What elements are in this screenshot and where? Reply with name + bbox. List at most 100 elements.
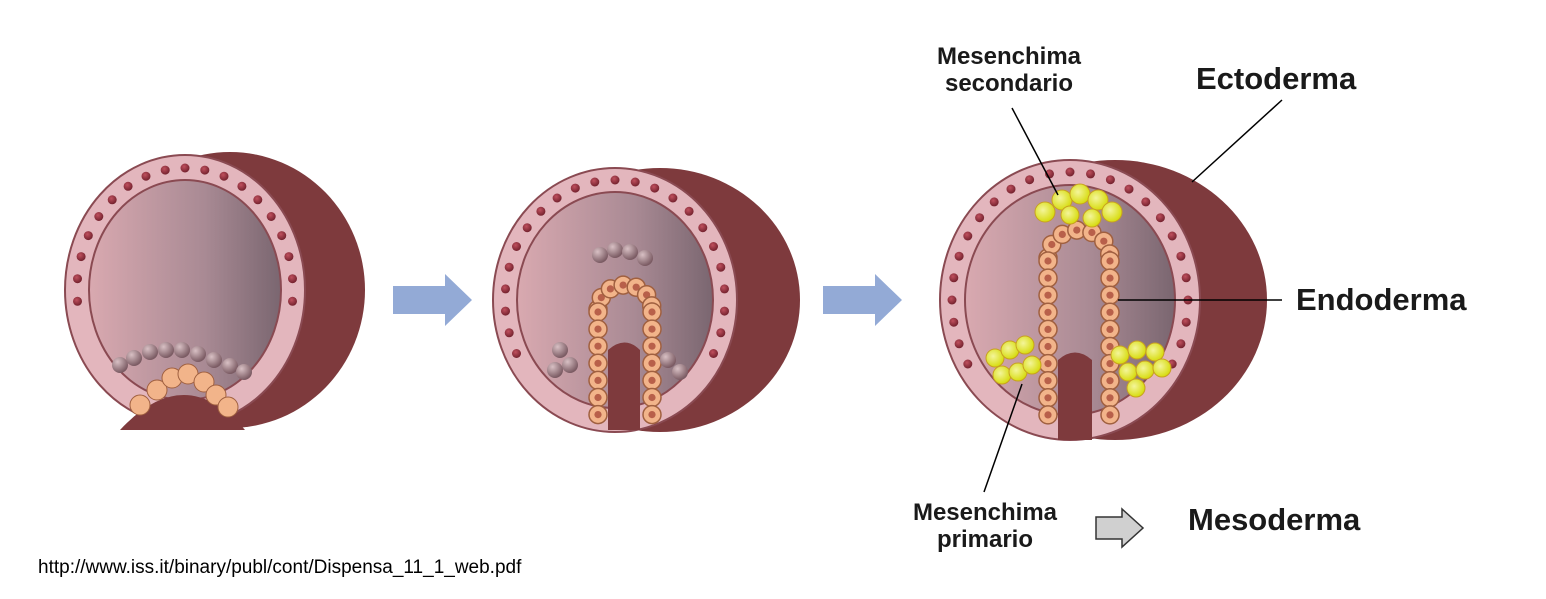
- cell-nucleus: [949, 273, 959, 283]
- endoderm-tube: [1038, 220, 1120, 425]
- cell-nucleus: [594, 376, 602, 384]
- cell-nucleus: [237, 181, 247, 191]
- cell-nucleus: [536, 206, 546, 216]
- ectoderm-cells: [73, 163, 297, 306]
- cell-nucleus: [606, 285, 615, 293]
- cell-nucleus: [1106, 394, 1114, 402]
- cell-nucleus: [219, 171, 229, 181]
- label-mesenchima-secondario: Mesenchima secondario: [914, 43, 1104, 97]
- cell-nucleus: [1106, 257, 1114, 265]
- cell-nucleus: [123, 181, 133, 191]
- cell-nucleus: [590, 177, 600, 187]
- cell-nucleus: [1044, 257, 1052, 265]
- cell-nucleus: [1044, 308, 1052, 316]
- leader-line-ectoderma: [1191, 99, 1283, 183]
- cell-nucleus: [954, 251, 964, 261]
- cell-nucleus: [1106, 342, 1114, 351]
- leader-line-mesenchima-primario: [983, 383, 1023, 493]
- endoderm-tube: [588, 275, 662, 425]
- cell-nucleus: [570, 183, 580, 193]
- cell-nucleus: [1155, 213, 1165, 223]
- cell-nucleus: [684, 206, 694, 216]
- embryo-stage-1: [64, 152, 365, 430]
- archenteron-channel: [608, 342, 640, 430]
- label-line: secondario: [944, 70, 1074, 97]
- secondary-mesenchyme-cells: [1034, 183, 1123, 228]
- cell-nucleus: [648, 376, 656, 384]
- cell-nucleus: [1181, 317, 1191, 327]
- label-line: primario: [936, 526, 1034, 553]
- cell-nucleus: [504, 328, 514, 338]
- gray-outline-arrow-icon: [1095, 507, 1145, 549]
- cell-nucleus: [83, 231, 93, 241]
- cell-nucleus: [501, 306, 510, 316]
- cell-nucleus: [1065, 167, 1075, 177]
- cell-nucleus: [643, 291, 651, 299]
- cell-nucleus: [648, 359, 656, 367]
- cell-nucleus: [648, 325, 656, 333]
- cell-nucleus: [1088, 228, 1096, 237]
- cell-nucleus: [1106, 377, 1114, 385]
- cell-nucleus: [594, 308, 602, 316]
- cell-nucleus: [200, 165, 210, 175]
- cell-nucleus: [180, 163, 190, 173]
- label-mesoderma: Mesoderma: [1188, 502, 1361, 537]
- cell-nucleus: [594, 342, 602, 350]
- cell-nucleus: [594, 325, 602, 333]
- cell-nucleus: [720, 306, 729, 316]
- cell-nucleus: [1044, 342, 1052, 351]
- embryo-stage-2: [492, 167, 800, 433]
- cell-nucleus: [709, 349, 718, 358]
- cell-nucleus: [1106, 274, 1114, 282]
- cell-nucleus: [288, 296, 297, 306]
- primary-mesenchyme-cells: [985, 335, 1172, 398]
- cell-nucleus: [501, 284, 510, 294]
- cell-nucleus: [954, 339, 964, 349]
- cell-nucleus: [963, 231, 973, 241]
- cell-nucleus: [1044, 274, 1052, 282]
- embryo-stage-3: [939, 159, 1267, 441]
- cell-nucleus: [552, 193, 562, 203]
- cell-nucleus: [1105, 175, 1115, 185]
- cell-nucleus: [630, 177, 640, 187]
- cell-nucleus: [648, 342, 656, 350]
- ectoderm-cells: [501, 175, 729, 358]
- cell-nucleus: [107, 195, 117, 205]
- label-line: Mesenchima: [936, 43, 1082, 70]
- cell-nucleus: [648, 308, 656, 316]
- cell-nucleus: [668, 193, 678, 203]
- cell-nucleus: [716, 328, 726, 338]
- cell-nucleus: [512, 349, 521, 358]
- cell-nucleus: [1100, 237, 1108, 245]
- leader-line-mesenchima-secondario: [1011, 107, 1059, 196]
- cell-nucleus: [1106, 291, 1114, 299]
- cell-nucleus: [594, 411, 602, 419]
- right-arrow-icon: [393, 274, 472, 326]
- cell-nucleus: [650, 183, 660, 193]
- cell-nucleus: [1044, 394, 1052, 402]
- cell-cluster: [547, 242, 688, 380]
- cell-nucleus: [1176, 251, 1186, 261]
- cell-nucleus: [1006, 184, 1016, 194]
- endoderm-cell-plate: [129, 363, 239, 418]
- cell-nucleus: [1181, 273, 1191, 283]
- cell-nucleus: [989, 197, 999, 207]
- cell-nucleus: [949, 317, 959, 327]
- cell-nucleus: [1044, 360, 1052, 368]
- cell-nucleus: [504, 262, 514, 272]
- cell-nucleus: [253, 195, 263, 205]
- ectoderm-cells: [947, 167, 1193, 369]
- cell-nucleus: [975, 213, 985, 223]
- label-mesenchima-primario: Mesenchima primario: [890, 499, 1080, 553]
- cell-nucleus: [141, 171, 151, 181]
- label-ectoderma: Ectoderma: [1196, 61, 1357, 96]
- cell-nucleus: [1044, 291, 1052, 299]
- cell-nucleus: [610, 175, 620, 185]
- cell-nucleus: [160, 165, 170, 175]
- cell-nucleus: [716, 262, 726, 272]
- cell-nucleus: [648, 393, 656, 402]
- source-url: http://www.iss.it/binary/publ/cont/Dispe…: [38, 557, 522, 578]
- cell-nucleus: [1058, 230, 1066, 238]
- cell-nucleus: [522, 223, 532, 233]
